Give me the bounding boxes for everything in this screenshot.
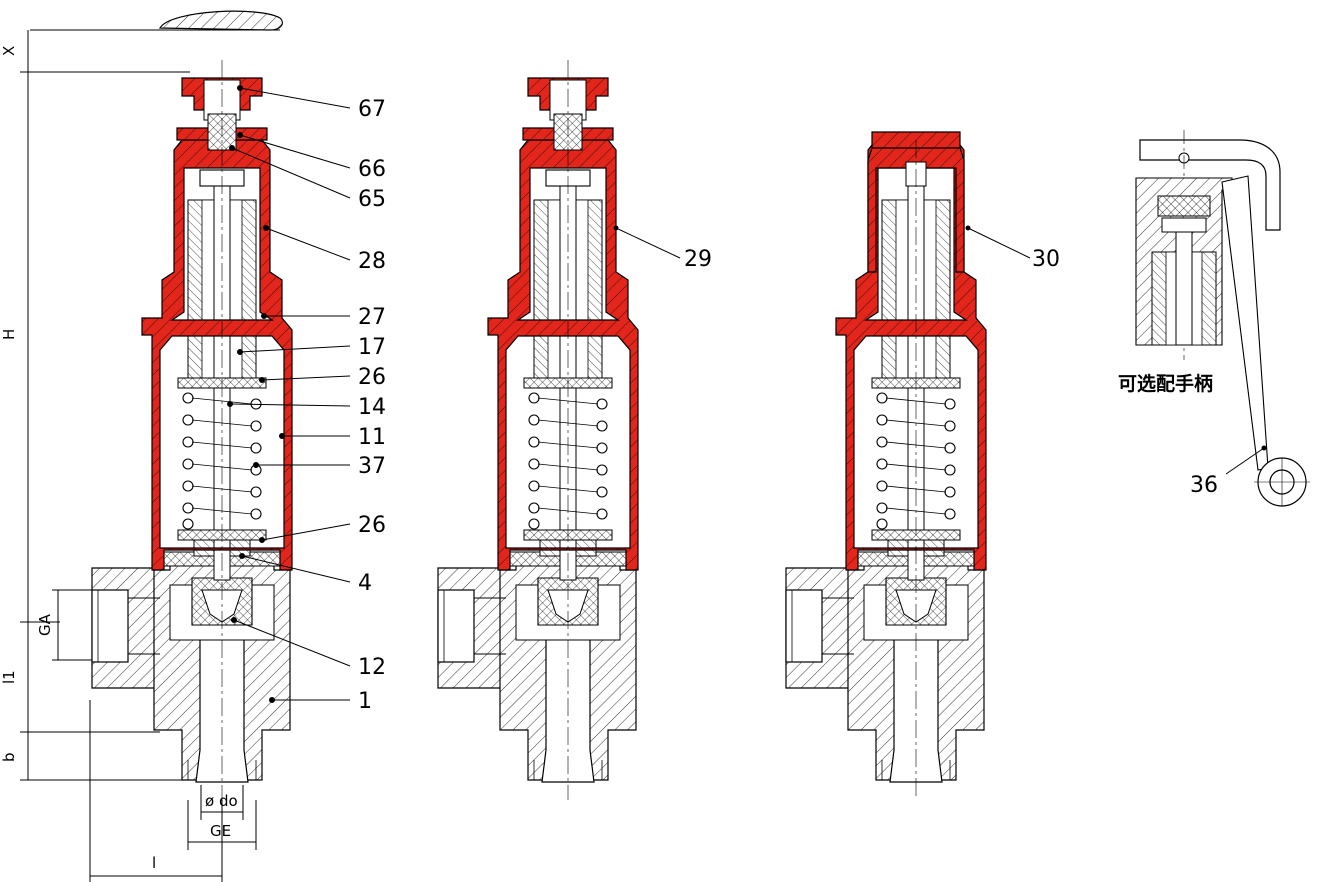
dim-l1-label: l1 <box>0 670 18 684</box>
valve-view-standard: X H GA l1 b ø do GE l 67 66 65 28 27 <box>0 10 386 882</box>
callout-26-lower: 26 <box>358 513 386 538</box>
callout-30: 30 <box>1032 247 1060 272</box>
callout-1: 1 <box>358 689 372 714</box>
dim-do-label: ø do <box>205 792 238 810</box>
dim-ga-label: GA <box>36 613 54 636</box>
valve-view-sealed-lever: 29 <box>437 60 712 800</box>
callout-11: 11 <box>358 425 386 450</box>
callout-26-upper: 26 <box>358 365 386 390</box>
callout-36: 36 <box>1190 473 1218 498</box>
dim-l-label: l <box>152 854 156 872</box>
handle-caption: 可选配手柄 <box>1118 372 1213 395</box>
dim-ge-label: GE <box>210 822 231 840</box>
dim-b-label: b <box>0 752 18 762</box>
callout-12: 12 <box>358 655 386 680</box>
callout-27: 27 <box>358 305 386 330</box>
optional-lever-detail: 36 可选配手柄 <box>1118 130 1310 507</box>
callout-4: 4 <box>358 571 372 596</box>
callout-37: 37 <box>358 454 386 479</box>
callout-14: 14 <box>358 395 386 420</box>
callout-65: 65 <box>358 187 386 212</box>
dim-h-label: H <box>0 329 18 340</box>
callout-67: 67 <box>358 97 386 122</box>
callout-17: 17 <box>358 335 386 360</box>
valve-view-closed-cap: 30 <box>785 131 1060 800</box>
callout-29: 29 <box>684 247 712 272</box>
dim-x-label: X <box>0 46 18 56</box>
callout-28: 28 <box>358 249 386 274</box>
callout-66: 66 <box>358 157 386 182</box>
